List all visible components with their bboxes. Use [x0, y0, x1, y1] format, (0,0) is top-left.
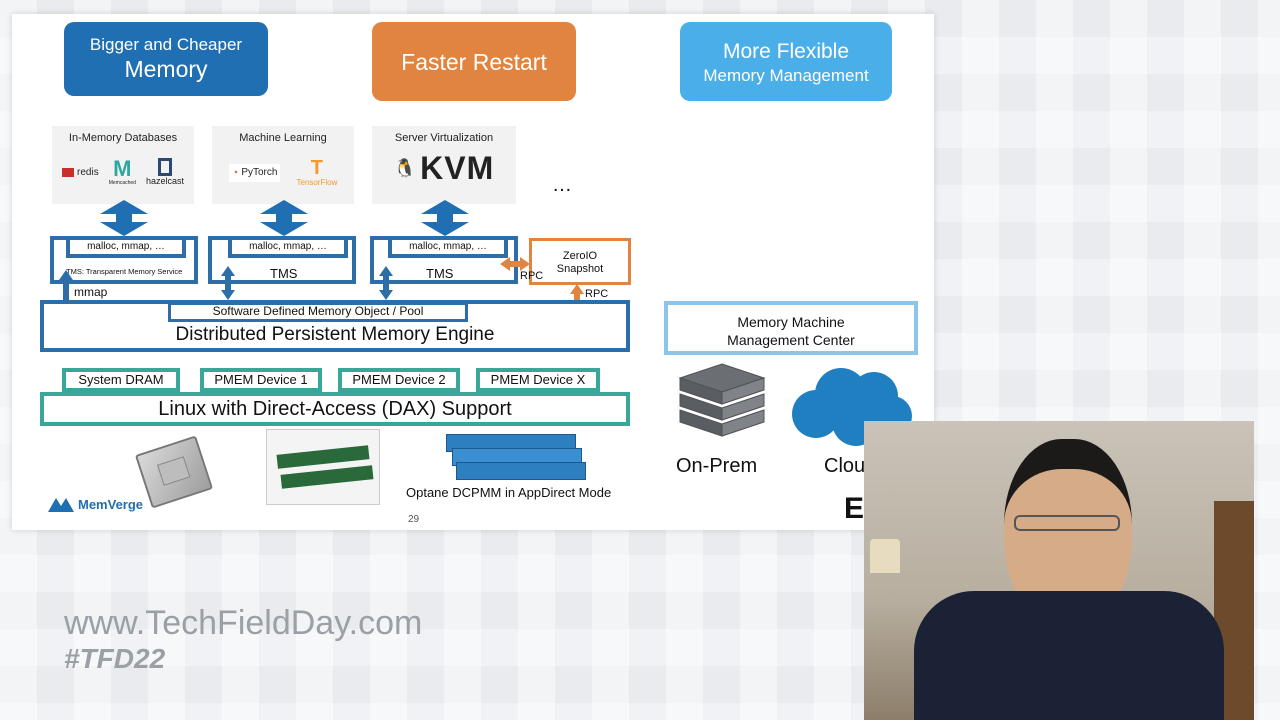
cloud-icon: [792, 368, 912, 446]
onprem-label: On-Prem: [676, 455, 758, 477]
app-caption: Machine Learning: [239, 132, 327, 144]
slide: Bigger and Cheaper Memory Faster Restart…: [12, 14, 934, 530]
kvm-logo: KVM: [420, 150, 495, 186]
rpc-label-1: RPC: [520, 270, 544, 282]
restart-header: Faster Restart: [372, 22, 576, 101]
restart-header-text: Faster Restart: [401, 48, 547, 75]
tensorflow-icon: T: [310, 157, 323, 179]
memory-header: Bigger and Cheaper Memory: [64, 22, 268, 96]
zeroio-line2: Snapshot: [556, 263, 604, 275]
page-number: 29: [408, 514, 420, 525]
optane-image: [446, 434, 586, 480]
lamp: [870, 539, 900, 573]
redis-icon: [62, 167, 75, 177]
app-box-ml: Machine Learning ◔ PyTorch T TensorFlow: [212, 126, 354, 204]
connector-arrows: [59, 257, 584, 316]
speaker-webcam: [864, 421, 1254, 720]
vertical-double-arrow-icon: [221, 266, 235, 300]
malloc-box: malloc, mmap, …: [228, 236, 348, 258]
person-glasses: [1014, 515, 1120, 531]
mmap-label: mmap: [74, 285, 108, 299]
mmmc-line2: Management Center: [727, 332, 855, 348]
redis-logo: redis: [62, 167, 99, 178]
linux-dax-layer: Linux with Direct-Access (DAX) Support: [40, 392, 630, 426]
memory-pool-box: Software Defined Memory Object / Pool: [168, 302, 468, 322]
more-apps-ellipsis: …: [552, 174, 572, 196]
memverge-logo: MemVerge: [48, 496, 143, 512]
optane-caption: Optane DCPMM in AppDirect Mode: [406, 485, 612, 500]
zeroio-snapshot-box: ZeroIO Snapshot: [529, 238, 631, 285]
double-arrow-icon: [260, 200, 308, 236]
app-box-virtualization: Server Virtualization 🐧 KVM: [372, 126, 516, 204]
penguin-icon: 🐧: [393, 158, 417, 178]
person-body: [914, 591, 1224, 720]
memcached-logo: M Memcached: [108, 156, 136, 187]
device-box: PMEM Device 2: [338, 368, 460, 392]
cut-letter: E: [844, 492, 865, 525]
dram-image: [266, 429, 380, 505]
watermark-url: www.TechFieldDay.com: [64, 604, 423, 642]
zeroio-line1: ZeroIO: [562, 250, 598, 262]
pytorch-logo: ◔ PyTorch: [228, 163, 281, 182]
server-stack-icon: [678, 363, 766, 437]
memory-header-line2: Memory: [124, 56, 208, 82]
tensorflow-logo: T TensorFlow: [296, 157, 338, 187]
cpu-image: [134, 435, 214, 509]
app-box-databases: In-Memory Databases redis M Memcached ha…: [52, 126, 194, 204]
tms-full-label: TMS: Transparent Memory Service: [66, 267, 183, 276]
cloud-label: Clou: [824, 455, 866, 477]
tms-label: TMS: [270, 266, 298, 281]
flexible-header: More Flexible Memory Management: [680, 22, 892, 101]
horizontal-double-arrow-icon: [500, 257, 530, 271]
device-box: PMEM Device 1: [200, 368, 322, 392]
memory-header-line1: Bigger and Cheaper: [89, 35, 243, 54]
device-box: System DRAM: [62, 368, 180, 392]
app-caption: Server Virtualization: [394, 132, 494, 144]
mmmc-line1: Memory Machine: [737, 314, 845, 330]
hazelcast-logo: hazelcast: [146, 158, 184, 186]
app-caption: In-Memory Databases: [68, 132, 178, 144]
flexible-header-line2: Memory Management: [703, 65, 869, 85]
app-arrows: [100, 200, 469, 236]
mmmc-box: Memory Machine Management Center: [664, 301, 918, 355]
tms-label: TMS: [426, 266, 454, 281]
memverge-icon: [48, 498, 74, 512]
hazelcast-icon: [157, 158, 172, 176]
double-arrow-icon: [421, 200, 469, 236]
vertical-double-arrow-icon: [59, 270, 73, 316]
pytorch-icon: ◔: [231, 166, 239, 179]
flexible-header-line1: More Flexible: [722, 39, 850, 63]
rpc-label-2: RPC: [585, 288, 609, 300]
malloc-box: malloc, mmap, …: [388, 236, 508, 258]
double-arrow-icon: [100, 200, 148, 236]
vertical-double-arrow-icon: [379, 266, 393, 300]
device-box: PMEM Device X: [476, 368, 600, 392]
malloc-box: malloc, mmap, …: [66, 236, 186, 258]
watermark-tag: #TFD22: [64, 643, 166, 674]
memcached-icon: M: [113, 156, 132, 181]
engine-title: Distributed Persistent Memory Engine: [175, 324, 495, 345]
